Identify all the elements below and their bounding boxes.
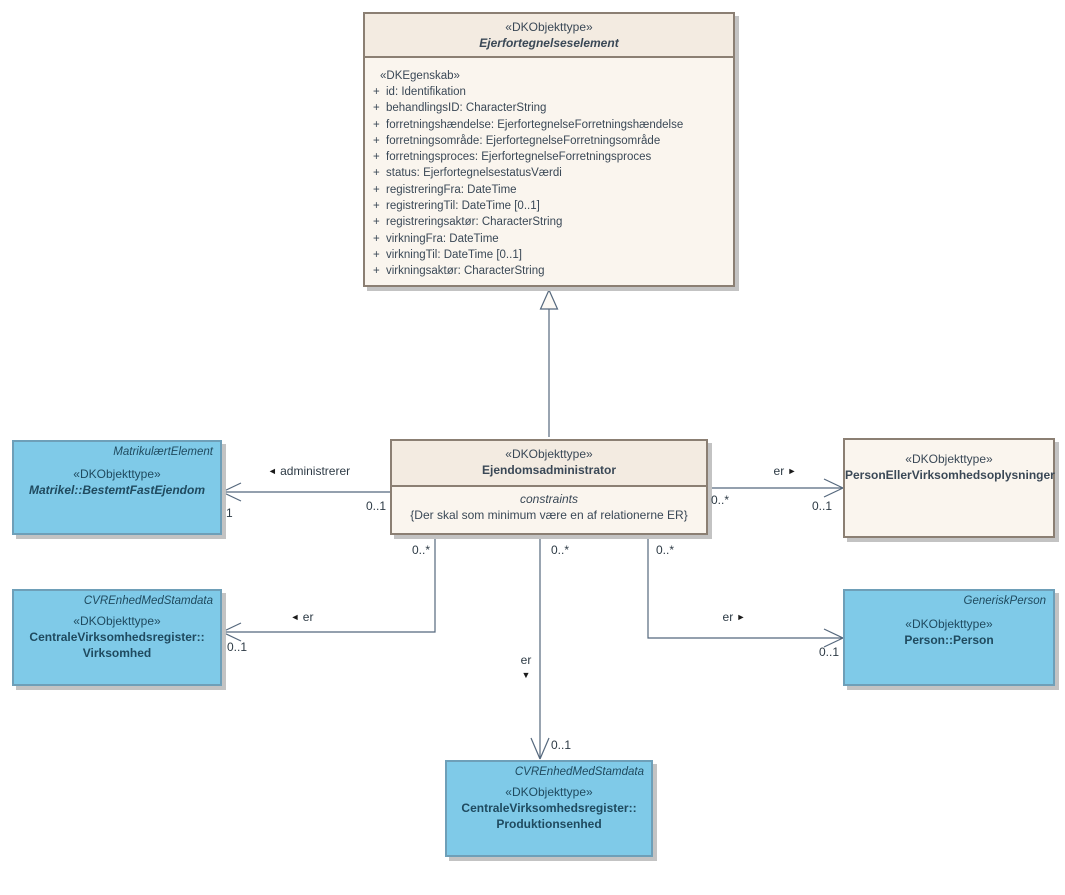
attribute-text: behandlingsID: CharacterString: [386, 102, 547, 115]
class-name: CentraleVirksomhedsregister::: [29, 630, 205, 644]
association-er-person: [647, 535, 844, 648]
multiplicity: 0..1: [227, 640, 248, 654]
parent-class-label: GeneriskPerson: [963, 595, 1046, 607]
constraints-compartment: constraints {Der skal som minimum være e…: [392, 487, 706, 523]
class-name: Ejerfortegnelseselement: [479, 36, 619, 50]
association-label-er-produktionsenhed: er: [516, 653, 536, 667]
multiplicity: 0..*: [711, 493, 730, 507]
multiplicity: 0..1: [551, 738, 572, 752]
class-box-virksomhed: CVREnhedMedStamdata «DKObjekttype» Centr…: [12, 589, 222, 686]
class-box-ejerfortegnelseselement: «DKObjekttype» Ejerfortegnelseselement «…: [363, 12, 735, 287]
stereotype-label: «DKObjekttype»: [73, 467, 161, 481]
association-name: administrerer: [280, 464, 351, 478]
attribute-text: registreringTil: DateTime [0..1]: [386, 200, 540, 213]
attribute-row: + virkningFra: DateTime: [365, 231, 733, 247]
attribute-text: forretningsproces: EjerfortegnelseForret…: [386, 151, 652, 164]
direction-down-glyph: ▼: [521, 670, 531, 680]
generalization-connector: [539, 288, 559, 437]
visibility-marker: +: [373, 151, 380, 164]
association-name: er: [773, 464, 785, 478]
parent-class-label: MatrikulærtElement: [113, 446, 213, 458]
class-name: CentraleVirksomhedsregister::: [461, 801, 637, 815]
association-er-produktionsenhed: [530, 535, 550, 760]
association-name: er: [520, 653, 532, 667]
class-name: Person::Person: [904, 633, 994, 647]
multiplicity: 0..*: [551, 543, 570, 557]
attribute-text: forretningshændelse: EjerfortegnelseForr…: [386, 118, 684, 131]
direction-right-icon: ►: [736, 612, 746, 622]
attribute-text: registreringFra: DateTime: [386, 183, 517, 196]
attribute-row: + registreringTil: DateTime [0..1]: [365, 198, 733, 214]
association-label-administrerer: ◄ administrerer: [248, 464, 370, 478]
visibility-marker: +: [373, 134, 380, 147]
attribute-text: virkningTil: DateTime [0..1]: [386, 248, 522, 261]
visibility-marker: +: [373, 86, 380, 98]
visibility-marker: +: [373, 216, 380, 229]
attribute-row: + virkningsaktør: CharacterString: [365, 263, 733, 279]
visibility-marker: +: [373, 167, 380, 180]
class-box-produktionsenhed: CVREnhedMedStamdata «DKObjekttype» Centr…: [445, 760, 653, 857]
association-name: er: [302, 610, 314, 624]
multiplicity: 0..1: [812, 499, 833, 513]
stereotype-label: «DKObjekttype»: [73, 614, 161, 628]
attribute-row: + status: EjerfortegnelsestatusVærdi: [365, 165, 733, 181]
class-name-line2: Produktionsenhed: [496, 817, 602, 831]
attributes-compartment: «DKEgenskab» + id: Identifikation + behand…: [365, 58, 733, 280]
multiplicity: 1: [226, 506, 233, 520]
attribute-row: + forretningsproces: EjerfortegnelseForre…: [365, 149, 733, 165]
attribute-row: + behandlingsID: CharacterString: [365, 100, 733, 116]
direction-left-icon: ◄: [267, 466, 277, 476]
constraint-text: {Der skal som minimum være en af relatio…: [410, 508, 688, 522]
visibility-marker: +: [373, 248, 380, 261]
visibility-marker: +: [373, 265, 380, 278]
attribute-stereotype: «DKEgenskab»: [380, 70, 460, 82]
attribute-row: + registreringsaktør: CharacterString: [365, 214, 733, 230]
stereotype-label: «DKObjekttype»: [505, 447, 593, 461]
visibility-marker: +: [373, 232, 380, 245]
stereotype-label: «DKObjekttype»: [905, 452, 993, 466]
association-label-er-virksomhed: ◄ er: [282, 610, 322, 624]
class-name: Ejendomsadministrator: [481, 463, 617, 477]
class-box-ejendomsadministrator: «DKObjekttype» Ejendomsadministrator con…: [390, 439, 708, 535]
direction-down-icon: ▼: [516, 668, 536, 682]
parent-class-label: CVREnhedMedStamdata: [514, 766, 644, 778]
attribute-row: + forretningsområde: EjerfortegnelseForre…: [365, 133, 733, 149]
attribute-text: id: Identifikation: [386, 86, 466, 98]
visibility-marker: +: [373, 183, 380, 196]
parent-class-label: CVREnhedMedStamdata: [83, 595, 213, 607]
stereotype-label: «DKObjekttype»: [905, 617, 993, 631]
attribute-row: + registreringFra: DateTime: [365, 182, 733, 198]
class-box-personellervirksomhedsoplysninger: «DKObjekttype» PersonEllerVirksomhedsopl…: [843, 438, 1055, 538]
direction-right-icon: ►: [787, 466, 797, 476]
stereotype-label: «DKObjekttype»: [505, 20, 593, 34]
association-label-er-person: er ►: [712, 610, 756, 624]
attribute-row: + virkningTil: DateTime [0..1]: [365, 247, 733, 263]
attribute-row: + forretningshændelse: EjerfortegnelseFor…: [365, 117, 733, 133]
visibility-marker: +: [373, 118, 380, 131]
attribute-text: registreringsaktør: CharacterString: [386, 216, 563, 229]
attribute-row: + id: Identifikation: [365, 84, 733, 100]
class-name: PersonEllerVirksomhedsoplysninger: [845, 468, 1055, 482]
multiplicity: 0..*: [411, 543, 430, 557]
multiplicity: 0..*: [656, 543, 675, 557]
multiplicity: 0..1: [365, 499, 386, 513]
attribute-text: virkningFra: DateTime: [386, 232, 499, 245]
association-name: er: [722, 610, 734, 624]
visibility-marker: +: [373, 200, 380, 213]
direction-left-icon: ◄: [290, 612, 300, 622]
class-header: «DKObjekttype» Ejendomsadministrator: [392, 441, 706, 487]
attribute-text: virkningsaktør: CharacterString: [386, 265, 545, 278]
class-box-person: GeneriskPerson «DKObjekttype» Person::Pe…: [843, 589, 1055, 686]
class-name: Matrikel::BestemtFastEjendom: [28, 483, 206, 497]
multiplicity: 0..1: [819, 645, 840, 659]
class-name-line2: Virksomhed: [82, 646, 152, 660]
class-box-bestemtfastejendom: MatrikulærtElement «DKObjekttype» Matrik…: [12, 440, 222, 535]
attribute-text: status: EjerfortegnelsestatusVærdi: [386, 167, 562, 180]
class-header: «DKObjekttype» Ejerfortegnelseselement: [365, 14, 733, 58]
association-label-er-personeller: er ►: [760, 464, 810, 478]
attribute-text: forretningsområde: EjerfortegnelseForret…: [386, 134, 661, 147]
visibility-marker: +: [373, 102, 380, 115]
stereotype-label: «DKObjekttype»: [505, 785, 593, 799]
constraints-title: constraints: [519, 492, 579, 506]
